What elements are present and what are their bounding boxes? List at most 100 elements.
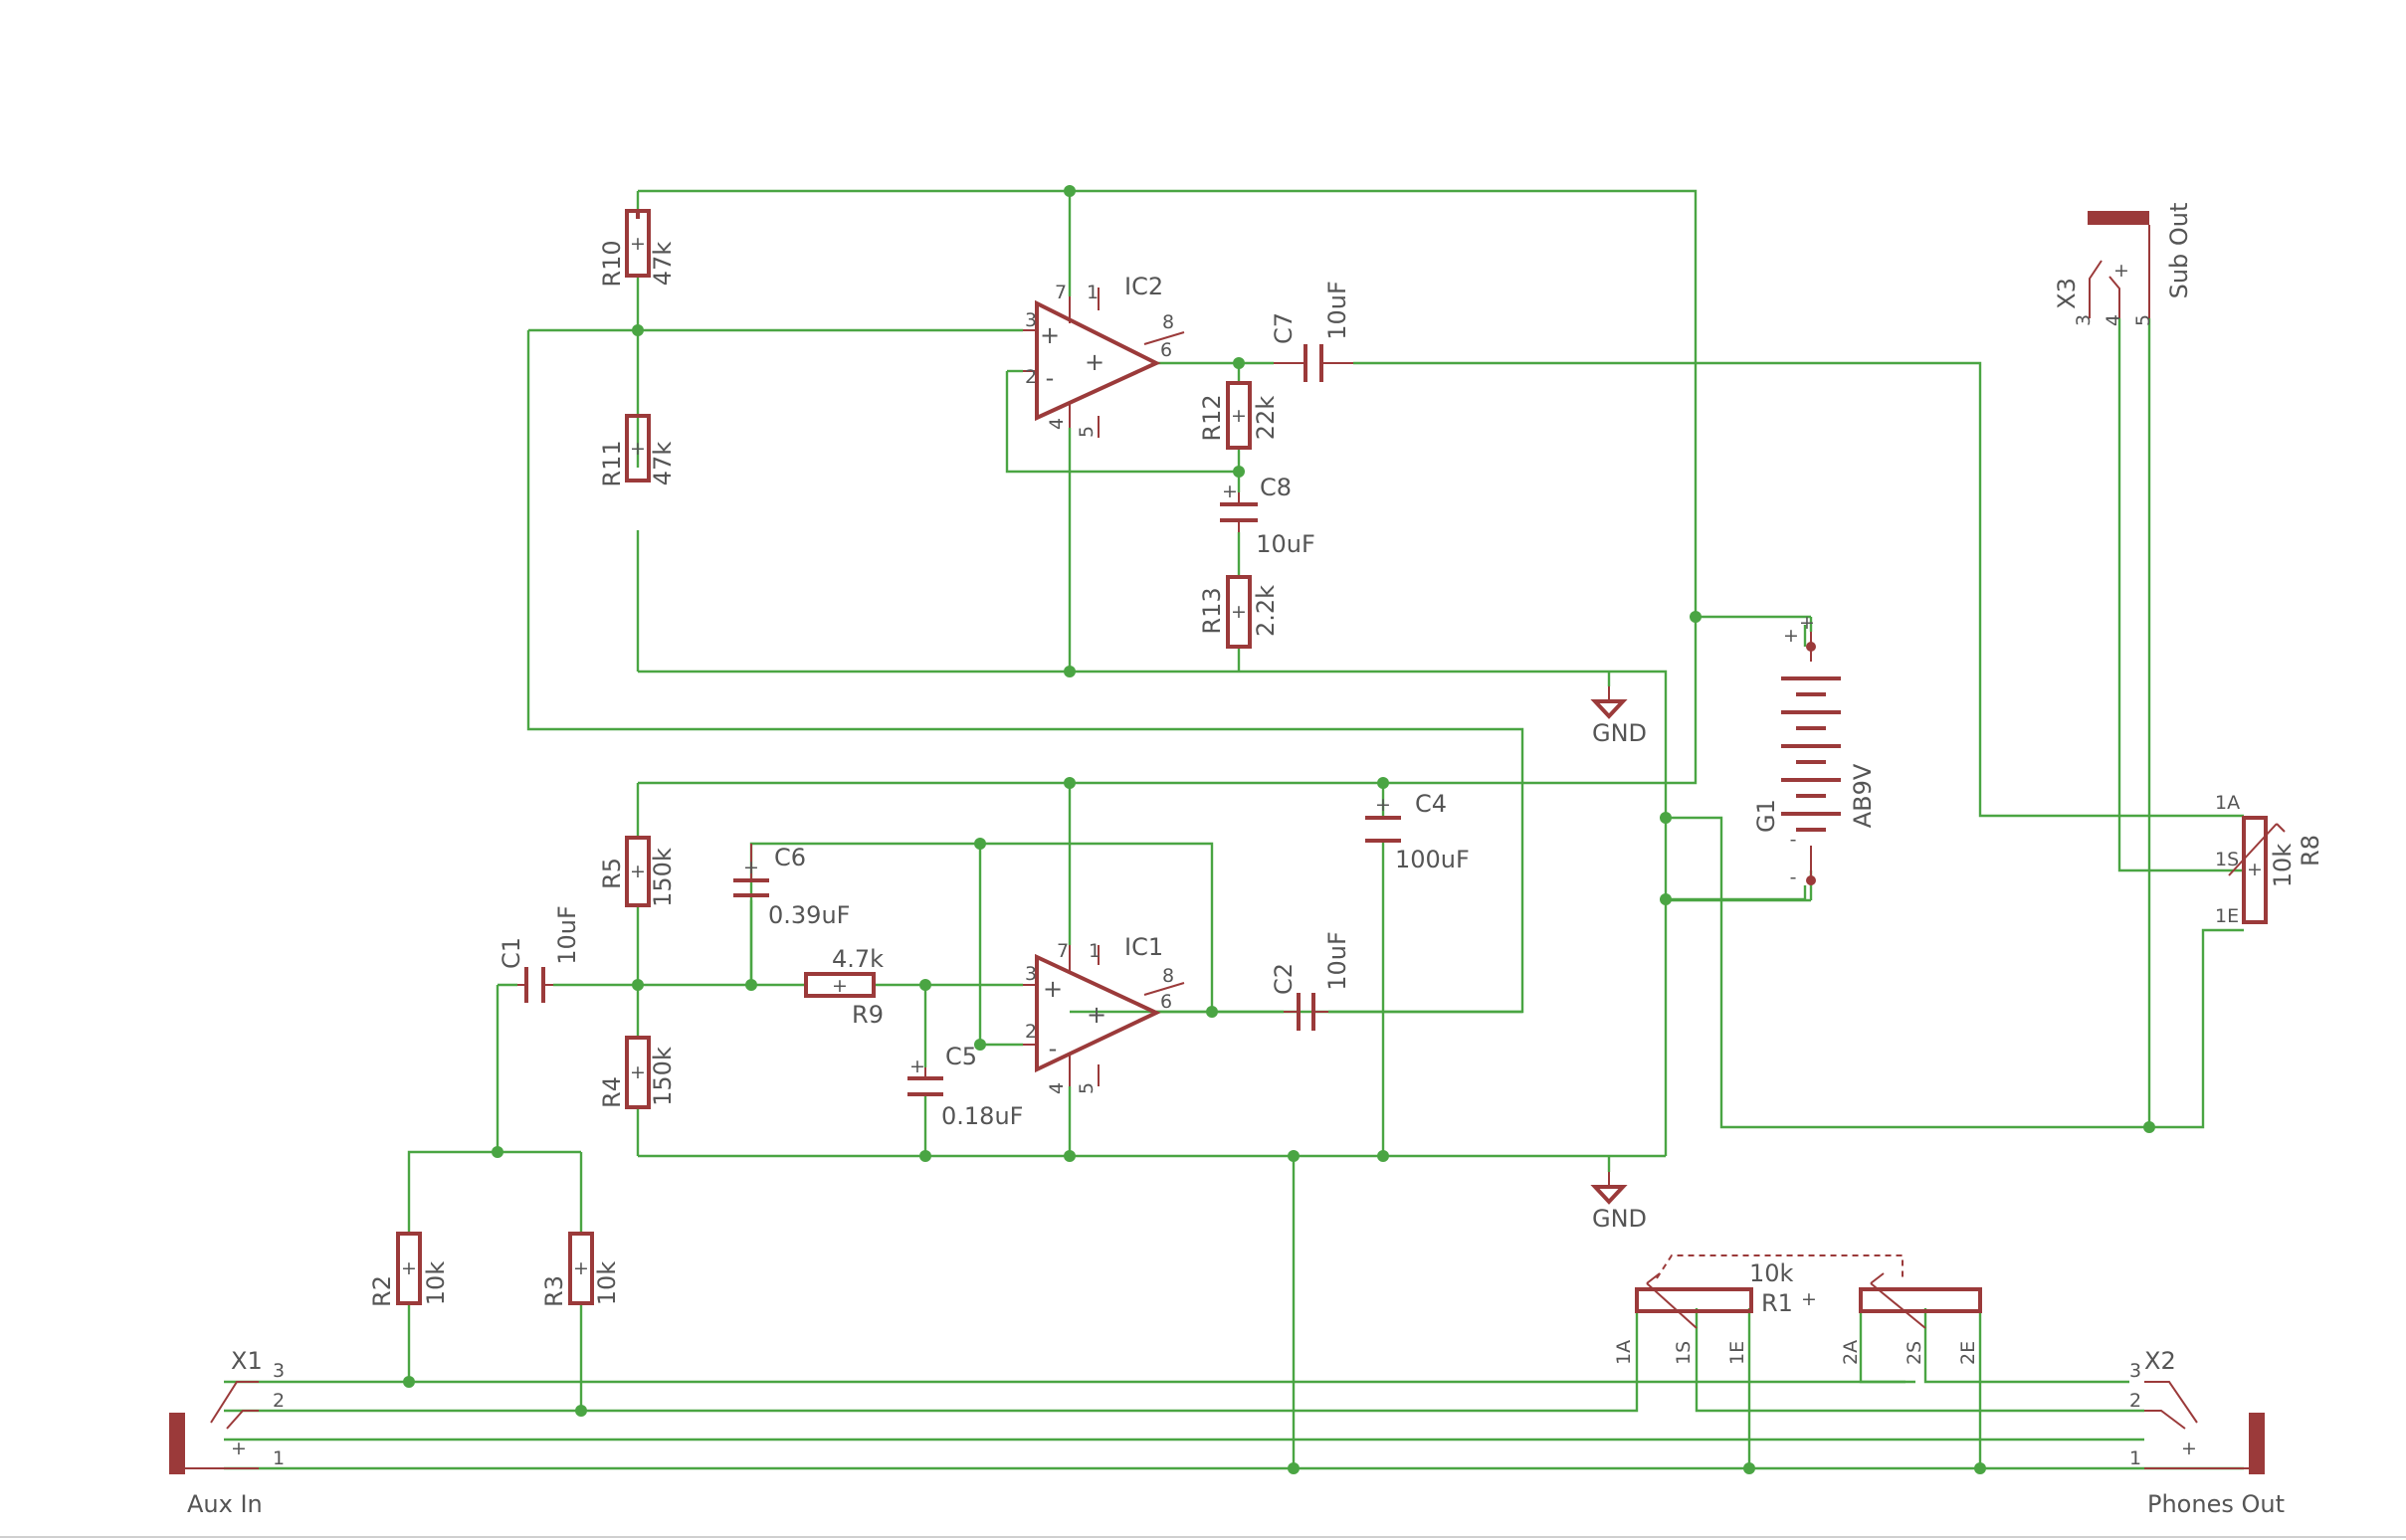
plus-sign: +: [1783, 625, 1799, 647]
pin-label: 5: [1076, 1082, 1098, 1094]
resistor-r3: + R3 10k: [540, 1232, 621, 1307]
pin-label: 1A: [1613, 1340, 1635, 1365]
capacitor-c5: + C5 0.18uF: [907, 1043, 1023, 1130]
r3-value: 10k: [593, 1261, 621, 1306]
opamp-ic1: + - + 3 2 7 1 8 6 4 5 IC1: [1023, 933, 1185, 1094]
c5-name: C5: [945, 1043, 977, 1070]
plus-sign: +: [2113, 260, 2129, 282]
plus-sign: +: [1375, 794, 1391, 816]
g1-name: G1: [1752, 799, 1780, 833]
plus-sign: +: [573, 1257, 589, 1279]
c1-name: C1: [498, 937, 525, 969]
c4-value: 100uF: [1395, 846, 1470, 873]
pin-label: 2: [1025, 1021, 1037, 1043]
minus-sign: -: [1790, 829, 1797, 851]
c6-name: C6: [774, 844, 806, 871]
pin-label: 1S: [1673, 1341, 1695, 1365]
noninverting-plus: +: [1043, 975, 1063, 1003]
plus-sign: +: [1222, 481, 1238, 502]
plus-sign: +: [630, 1061, 646, 1083]
resistor-r11: + R11 47k: [598, 414, 677, 487]
resistor-r2: + R2 10k: [368, 1232, 450, 1307]
x1-name: X1: [231, 1347, 263, 1375]
pin-label: 7: [1055, 282, 1067, 303]
r10-name: R10: [598, 240, 626, 287]
pin-label: 3: [2129, 1360, 2141, 1382]
plus-sign: +: [1231, 405, 1247, 427]
ic2-name: IC2: [1124, 273, 1163, 300]
pin-label: 2: [2129, 1390, 2141, 1412]
pin-label: 3: [273, 1360, 285, 1382]
r12-name: R12: [1198, 394, 1226, 441]
capacitor-c8: + C8 10uF: [1220, 474, 1315, 558]
pin-label: 3: [1025, 963, 1037, 985]
resistor-r12: + R12 22k: [1198, 381, 1280, 450]
ground-label: GND: [1592, 1205, 1647, 1233]
pin-label: 1: [1087, 282, 1099, 303]
r8-value: 10k: [2269, 844, 2297, 888]
c7-name: C7: [1270, 312, 1298, 344]
pin-label: 2S: [1904, 1341, 1925, 1365]
pin-label: 1E: [2215, 905, 2239, 927]
plus-sign: +: [2247, 859, 2263, 880]
pin-label: 2E: [1957, 1341, 1979, 1365]
x1-label: Aux In: [187, 1490, 263, 1518]
jack-x3: + 3 4 5 X3 Sub Out: [2053, 203, 2193, 326]
plus-sign: +: [231, 1438, 247, 1459]
pin-label: 4: [2103, 314, 2124, 326]
plus-sign: +: [2181, 1438, 2197, 1459]
x3-label: Sub Out: [2165, 203, 2193, 299]
r9-name: R9: [852, 1001, 884, 1029]
c5-value: 0.18uF: [941, 1102, 1023, 1130]
pin-label: 2A: [1840, 1340, 1862, 1365]
battery-g1: + + - - G1 AB9V: [1752, 612, 1877, 888]
pin-label: 8: [1162, 311, 1174, 333]
ic1-name: IC1: [1124, 933, 1163, 961]
x2-name: X2: [2144, 1347, 2176, 1375]
plus-sign: +: [630, 438, 646, 460]
pin-label: 1: [273, 1447, 285, 1469]
c7-value: 10uF: [1323, 281, 1351, 340]
c4-name: C4: [1415, 790, 1447, 818]
capacitor-c6: + C6 0.39uF: [733, 844, 850, 929]
resistor-r9: + 4.7k R9: [804, 945, 884, 1029]
resistor-r4: + R4 150k: [598, 1036, 677, 1109]
pin-label: 1: [2129, 1447, 2141, 1469]
r1-value: 10k: [1749, 1259, 1794, 1287]
r4-value: 150k: [649, 1047, 677, 1106]
dual-potentiometer-r1: + 10k R1 1A 1S 1E 2A 2S 2E: [1613, 1254, 1982, 1365]
x2-label: Phones Out: [2147, 1490, 2285, 1518]
inverting-minus: -: [1049, 1035, 1058, 1062]
capacitor-c4: + C4 100uF: [1365, 790, 1470, 873]
opamp-ic2: + - + 3 2 7 1 8 6 4 5 IC2: [1023, 273, 1185, 438]
plus-sign: +: [909, 1056, 925, 1077]
g1-value: AB9V: [1849, 763, 1877, 828]
wires: [224, 189, 2244, 1470]
pin-label: 6: [1160, 339, 1172, 361]
r13-name: R13: [1198, 587, 1226, 634]
potentiometer-r8: + 1A 1S 1E R8 10k: [2215, 792, 2324, 927]
plus-sign: +: [630, 233, 646, 255]
c1-value: 10uF: [553, 905, 581, 965]
r5-value: 150k: [649, 848, 677, 907]
capacitor-c7: C7 10uF: [1270, 281, 1353, 382]
ground-label: GND: [1592, 719, 1647, 747]
ground-symbol: GND: [1590, 686, 1647, 747]
capacitor-c1: C1 10uF: [498, 905, 581, 1003]
pin-label: 4: [1046, 418, 1068, 430]
c6-value: 0.39uF: [768, 901, 850, 929]
plus-sign: +: [1799, 612, 1815, 634]
jack-x2: + 3 2 1 X2 Phones Out: [2129, 1347, 2285, 1518]
c8-name: C8: [1260, 474, 1292, 501]
pin-label: 7: [1057, 940, 1069, 962]
capacitor-c2: C2 10uF: [1270, 931, 1351, 1031]
pin-label: 3: [1025, 309, 1037, 331]
resistor-r5: + R5 150k: [598, 836, 677, 907]
resistor-r10: + R10 47k: [598, 209, 677, 288]
pin-label: 1: [1089, 940, 1101, 962]
noninverting-plus: +: [1040, 321, 1060, 349]
ground-symbol: GND: [1590, 1172, 1647, 1233]
pin-label: 5: [2132, 314, 2154, 326]
minus-sign: -: [1790, 866, 1797, 888]
